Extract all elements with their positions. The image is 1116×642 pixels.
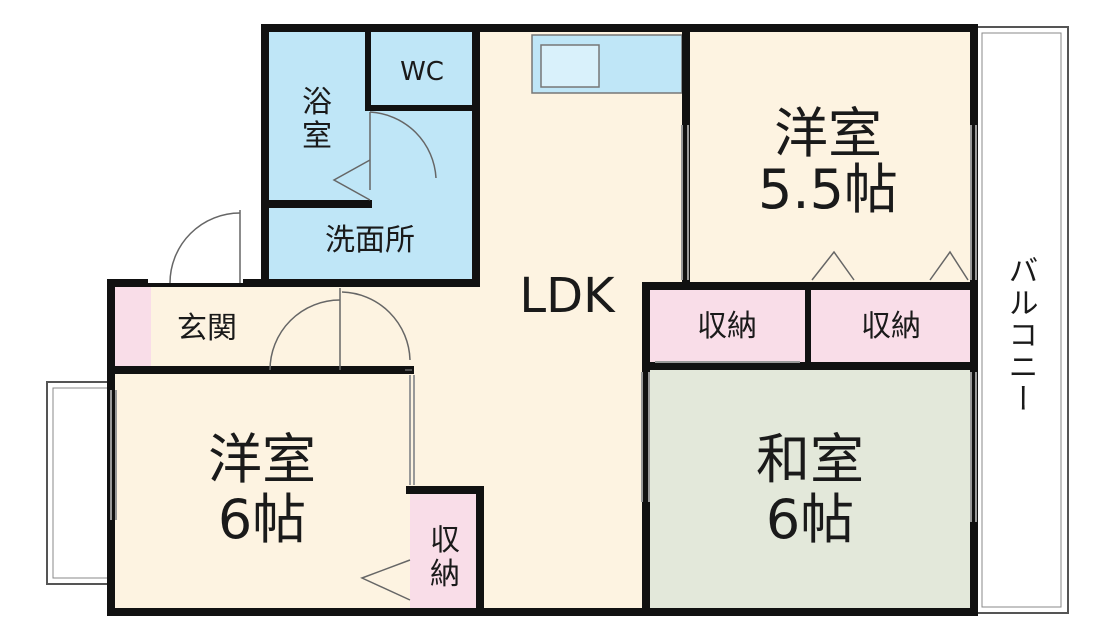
japanese-name: 和室 [756,428,864,491]
washroom-floor [266,108,476,283]
bath-label-bottom: 室 [302,119,332,154]
storage-small-floor [410,490,480,612]
wc-floor [368,28,476,108]
entrance-pink-strip [111,283,151,370]
storage-right-label: 収納 [861,309,921,344]
bath-label-top: 浴 [302,85,332,120]
western-bottom-name: 洋室 [208,428,316,491]
storage-small-label-top: 収 [430,523,460,558]
hall-floor [266,283,410,373]
fixtures [110,111,977,601]
balcony-right-inner [981,32,1062,608]
wc-label: WC [400,57,444,87]
storage-small-label-bottom: 納 [430,557,460,592]
storage-right-floor [810,288,973,364]
balcony-right [974,26,1069,614]
entrance-label: 玄関 [177,311,237,346]
kitchen-sink [540,44,600,88]
balcony-label: バルコニー [1003,255,1038,415]
western-bottom-floor [111,370,411,612]
washroom-label: 洗面所 [325,223,415,258]
western-top-size: 5.5帖 [758,158,898,221]
western-bottom-size: 6帖 [218,488,306,551]
western-top-name: 洋室 [774,102,882,165]
balcony-left [46,381,112,585]
storage-left-label: 収納 [697,309,757,344]
japanese-floor [646,366,973,612]
storage-left-floor [646,288,806,364]
japanese-size: 6帖 [766,488,854,551]
walls [107,24,978,616]
western-top-floor [686,28,973,286]
ldk-label: LDK [519,268,616,324]
